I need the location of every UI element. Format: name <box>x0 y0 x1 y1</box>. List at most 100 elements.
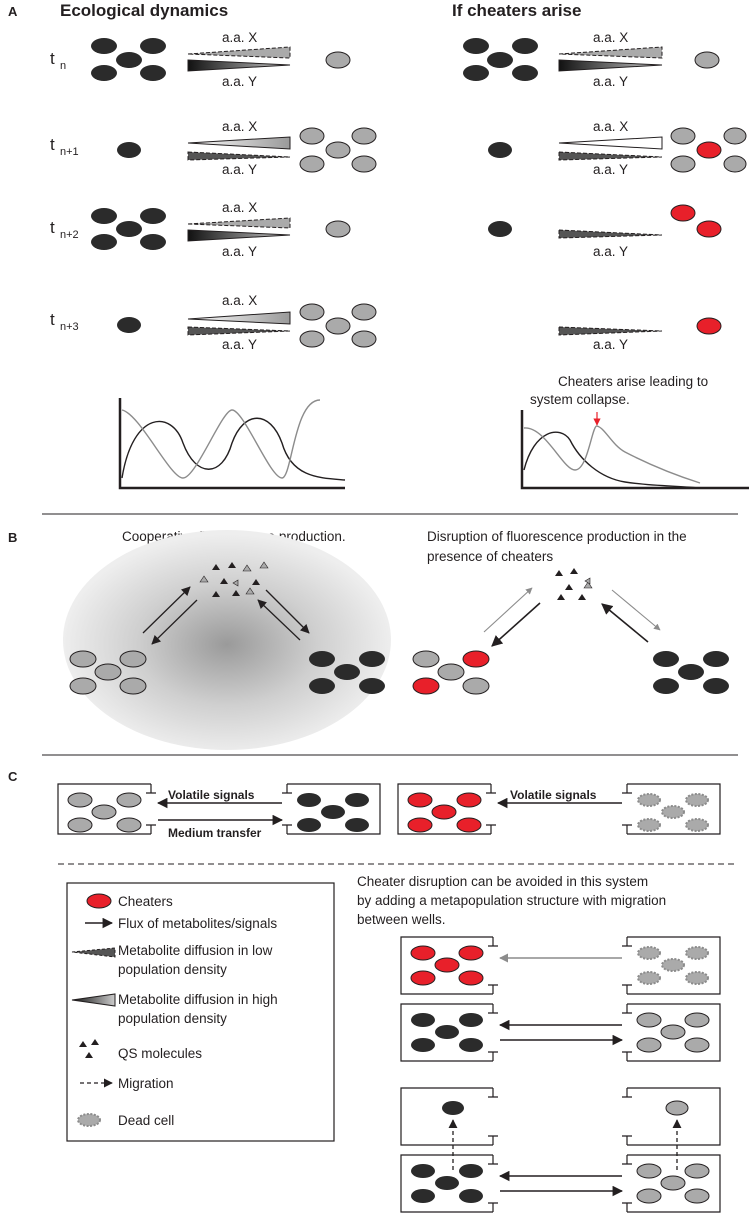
flux-arrow <box>142 586 191 634</box>
cell-cluster-dark <box>309 651 385 694</box>
wedge-high-density-x <box>187 136 291 150</box>
legend-high-density-1: Metabolite diffusion in high <box>118 992 278 1007</box>
oscillation-plot <box>118 398 346 490</box>
panel-a-label: A <box>8 4 18 19</box>
panel-c-label: C <box>8 769 18 784</box>
time-sub: n <box>60 60 66 72</box>
label-aa-x: a.a. X <box>593 30 628 45</box>
wedge-low-density-y <box>558 151 663 161</box>
cell-cluster-light <box>299 303 377 348</box>
cell-cluster-dark <box>91 208 166 250</box>
wedge-low-density-x <box>558 46 663 59</box>
cell-cheater <box>696 317 722 335</box>
flux-arrow <box>611 589 661 631</box>
cell-dark <box>117 142 141 158</box>
time-base: t <box>50 218 55 237</box>
medium-transfer-label: Medium transfer <box>168 826 262 840</box>
flux-arrow <box>491 602 541 647</box>
well <box>57 783 156 835</box>
cell-dark <box>488 221 512 237</box>
flux-arrow <box>265 589 310 634</box>
cell-dark <box>117 317 141 333</box>
panel-a-title-left: Ecological dynamics <box>60 1 228 20</box>
cell-light <box>325 51 351 69</box>
collapse-plot: Cheaters arise leading to system collaps… <box>520 374 749 490</box>
cell-light <box>694 51 720 69</box>
time-base: t <box>50 310 55 329</box>
label-aa-y: a.a. Y <box>222 74 257 89</box>
dead-cell-icon <box>77 1113 101 1127</box>
legend-flux: Flux of metabolites/signals <box>118 916 277 931</box>
panel-a: A Ecological dynamics If cheaters arise … <box>8 1 749 490</box>
time-base: t <box>50 49 55 68</box>
wedge-high-density-y <box>558 59 663 72</box>
wedge-low-density-x <box>187 46 291 59</box>
fluorescence-glow <box>63 530 391 750</box>
panel-b-right-caption-line2: presence of cheaters <box>427 549 553 564</box>
time-sub: n+1 <box>60 146 79 158</box>
metapopulation-note-line2: by adding a metapopulation structure wit… <box>357 893 666 908</box>
flux-arrow <box>257 599 301 641</box>
label-aa-y: a.a. Y <box>222 162 257 177</box>
legend-migration: Migration <box>118 1076 174 1091</box>
metapopulation-note-line3: between wells. <box>357 912 446 927</box>
label-aa-x: a.a. X <box>222 119 257 134</box>
label-aa-y: a.a. Y <box>222 337 257 352</box>
cheater-swatch <box>86 893 112 909</box>
low-density-wedge-icon <box>71 947 116 958</box>
qs-molecules-icon <box>79 1039 99 1058</box>
panel-a-title-right: If cheaters arise <box>452 1 581 20</box>
label-aa-y: a.a. Y <box>593 162 628 177</box>
well <box>622 936 721 995</box>
collapse-note-line1: Cheaters arise leading to <box>558 374 708 389</box>
label-aa-x: a.a. X <box>222 293 257 308</box>
well <box>400 936 498 995</box>
time-sub: n+2 <box>60 229 79 241</box>
cell-cheater <box>696 220 722 238</box>
panel-b-right-caption-line1: Disruption of fluorescence production in… <box>427 529 687 544</box>
well <box>400 1087 498 1146</box>
label-aa-x: a.a. X <box>222 200 257 215</box>
well <box>282 783 381 835</box>
label-aa-y: a.a. Y <box>593 337 628 352</box>
wedge-high-density-x <box>187 311 291 325</box>
well <box>397 783 496 835</box>
time-sub: n+3 <box>60 321 79 333</box>
legend-qs: QS molecules <box>118 1046 202 1061</box>
metapopulation-note-line1: Cheater disruption can be avoided in thi… <box>357 874 648 889</box>
volatile-signals-label: Volatile signals <box>168 788 255 802</box>
time-label-n1: t n+1 <box>50 135 79 158</box>
label-aa-y: a.a. Y <box>222 244 257 259</box>
label-aa-y: a.a. Y <box>593 74 628 89</box>
cell-cluster-mixed <box>670 127 747 173</box>
qs-molecules <box>199 561 269 597</box>
cell-cluster-dark <box>653 651 729 694</box>
qs-molecules <box>555 568 593 600</box>
cell-cluster-light <box>299 127 377 173</box>
legend-dead: Dead cell <box>118 1113 174 1128</box>
panel-b: B Cooperative fluorescence production. D… <box>8 529 729 750</box>
label-aa-x: a.a. X <box>222 30 257 45</box>
well <box>622 1154 721 1213</box>
collapse-note-line2: system collapse. <box>530 392 630 407</box>
panel-b-label: B <box>8 530 17 545</box>
cell-cluster-dark <box>463 38 538 81</box>
cell-cheater <box>670 204 696 222</box>
legend-low-density-2: population density <box>118 962 227 977</box>
legend-cheaters: Cheaters <box>118 894 173 909</box>
legend-high-density-2: population density <box>118 1011 227 1026</box>
wedge-low-density-y <box>187 151 291 161</box>
time-base: t <box>50 135 55 154</box>
legend-low-density-1: Metabolite diffusion in low <box>118 943 273 958</box>
legend: Cheaters Flux of metabolites/signals Met… <box>66 882 335 1142</box>
wedge-high-density-y <box>187 59 291 72</box>
flux-arrow <box>151 599 198 645</box>
cell-light <box>325 220 351 238</box>
wedge-low-density-y <box>558 326 663 336</box>
panel-c: C Volatile signals Medium transfer <box>8 769 738 1213</box>
wedge-high-density-y <box>187 229 291 242</box>
label-aa-x: a.a. X <box>593 119 628 134</box>
cell-cluster-dark <box>91 38 166 81</box>
well <box>400 1003 498 1062</box>
